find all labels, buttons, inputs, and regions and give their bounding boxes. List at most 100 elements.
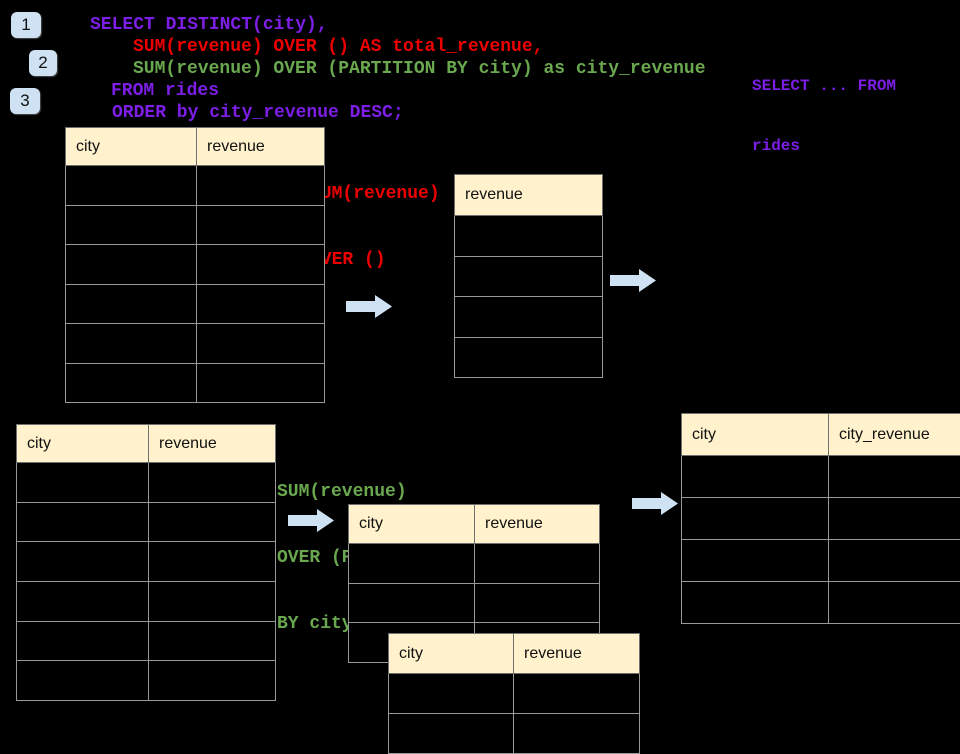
empty-cell <box>514 674 640 714</box>
empty-row <box>455 216 603 257</box>
empty-cell <box>682 498 829 540</box>
empty-cell <box>17 621 149 661</box>
right-arrow-icon <box>288 508 335 533</box>
slide-canvas: { "colors": { "background": "#000000", "… <box>0 0 960 720</box>
column-header-city: city <box>66 128 197 166</box>
empty-cell <box>66 166 197 206</box>
empty-cell <box>17 502 149 542</box>
empty-cell <box>17 582 149 622</box>
empty-cell <box>349 583 475 623</box>
empty-cell <box>149 542 276 582</box>
empty-cell <box>197 245 325 285</box>
empty-cell <box>197 284 325 324</box>
empty-cell <box>149 502 276 542</box>
empty-cell <box>475 544 600 584</box>
empty-cell <box>17 463 149 503</box>
empty-cell <box>197 363 325 403</box>
empty-row <box>17 582 276 622</box>
flow-arrow-source-to-partitions <box>288 508 335 533</box>
column-header-revenue: revenue <box>149 425 276 463</box>
empty-cell <box>475 583 600 623</box>
empty-cell <box>66 324 197 364</box>
empty-cell <box>149 582 276 622</box>
annotation-total-line-2: OVER () <box>310 249 440 271</box>
empty-row <box>66 363 325 403</box>
empty-cell <box>149 661 276 701</box>
empty-cell <box>682 456 829 498</box>
right-arrow-icon <box>610 268 657 293</box>
empty-row <box>66 205 325 245</box>
empty-cell <box>829 456 960 498</box>
empty-cell <box>349 544 475 584</box>
empty-cell <box>682 582 829 624</box>
column-header-revenue: revenue <box>455 175 603 216</box>
empty-cell <box>197 324 325 364</box>
side-note-line-2: rides <box>752 136 896 156</box>
empty-row <box>682 456 960 498</box>
empty-cell <box>829 582 960 624</box>
empty-row <box>17 621 276 661</box>
sql-line-sum-over: SUM(revenue) OVER () AS total_revenue, <box>133 36 706 58</box>
empty-cell <box>455 337 603 378</box>
column-header-revenue: revenue <box>197 128 325 166</box>
flow-arrow-source-to-total <box>346 294 393 319</box>
sql-line-sum-partition: SUM(revenue) OVER (PARTITION BY city) as… <box>133 58 706 80</box>
empty-row <box>66 166 325 206</box>
empty-row <box>66 324 325 364</box>
flow-arrow-total-out <box>610 268 657 293</box>
empty-cell <box>17 661 149 701</box>
column-header-city_revenue: city_revenue <box>829 414 960 456</box>
empty-cell <box>197 166 325 206</box>
empty-row <box>17 661 276 701</box>
empty-row <box>455 337 603 378</box>
column-header-city: city <box>389 634 514 674</box>
empty-row <box>455 297 603 338</box>
empty-row <box>682 498 960 540</box>
header-row: revenue <box>455 175 603 216</box>
empty-row <box>17 463 276 503</box>
empty-cell <box>66 205 197 245</box>
empty-row <box>455 256 603 297</box>
empty-cell <box>66 245 197 285</box>
empty-row <box>17 502 276 542</box>
empty-cell <box>455 256 603 297</box>
empty-cell <box>682 540 829 582</box>
empty-row <box>17 542 276 582</box>
sql-line-order: ORDER by city_revenue DESC; <box>112 102 706 124</box>
column-header-city: city <box>349 505 475 544</box>
sql-line-select: SELECT DISTINCT(city), <box>90 14 706 36</box>
empty-row <box>349 583 600 623</box>
right-arrow-icon <box>632 491 679 516</box>
empty-row <box>66 245 325 285</box>
empty-row <box>349 544 600 584</box>
empty-cell <box>66 363 197 403</box>
table-total-revenue-result: revenue <box>454 174 603 378</box>
empty-cell <box>455 297 603 338</box>
empty-cell <box>149 621 276 661</box>
column-header-city: city <box>17 425 149 463</box>
column-header-city: city <box>682 414 829 456</box>
empty-cell <box>149 463 276 503</box>
empty-row <box>389 674 640 714</box>
sql-code-block: SELECT DISTINCT(city), SUM(revenue) OVER… <box>0 14 706 124</box>
empty-cell <box>829 498 960 540</box>
empty-row <box>66 284 325 324</box>
side-note-line-1: SELECT ... FROM <box>752 76 896 96</box>
empty-cell <box>455 216 603 257</box>
empty-row <box>682 540 960 582</box>
sql-line-from: FROM rides <box>111 80 706 102</box>
empty-cell <box>17 542 149 582</box>
column-header-revenue: revenue <box>475 505 600 544</box>
empty-row <box>682 582 960 624</box>
annotation-total-line-1: SUM(revenue) <box>310 183 440 205</box>
column-header-revenue: revenue <box>514 634 640 674</box>
